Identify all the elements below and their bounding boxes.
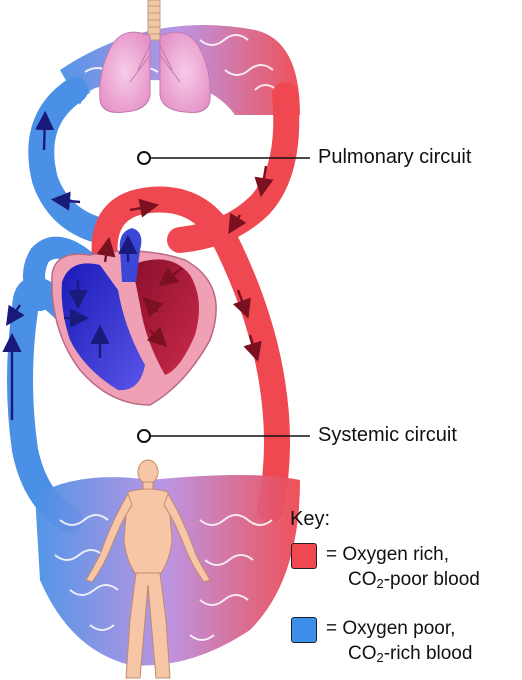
flow-arrows-red — [96, 165, 274, 362]
co2-prefix: CO — [348, 643, 377, 664]
co2-suffix: -poor blood — [383, 569, 480, 590]
human-figure — [85, 459, 211, 679]
oxygen-poor-label: = Oxygen poor, — [326, 618, 456, 639]
key-title: Key: — [290, 508, 331, 530]
co2-prefix: CO — [348, 569, 377, 590]
lungs — [99, 31, 211, 113]
oxygen-poor-sublabel: CO2-rich blood — [348, 642, 472, 665]
body-capillary-bed — [35, 475, 300, 666]
pulmonary-circuit-label: Pulmonary circuit — [318, 146, 472, 168]
systemic-circuit-label: Systemic circuit — [318, 424, 457, 446]
co2-subscript: 2 — [376, 576, 384, 591]
oxygen-rich-swatch — [291, 543, 317, 569]
oxygen-rich-label: = Oxygen rich, — [326, 544, 450, 565]
aorta-arch — [91, 186, 291, 523]
label-leaders — [137, 151, 310, 443]
co2-subscript: 2 — [376, 650, 384, 665]
pulmonary-artery — [28, 77, 118, 245]
flow-arrows — [2, 110, 138, 420]
trachea — [147, 0, 161, 41]
heart — [51, 228, 217, 406]
oxygen-rich-sublabel: CO2-poor blood — [348, 568, 480, 591]
co2-suffix: -rich blood — [383, 643, 473, 664]
oxygen-poor-swatch — [291, 617, 317, 643]
